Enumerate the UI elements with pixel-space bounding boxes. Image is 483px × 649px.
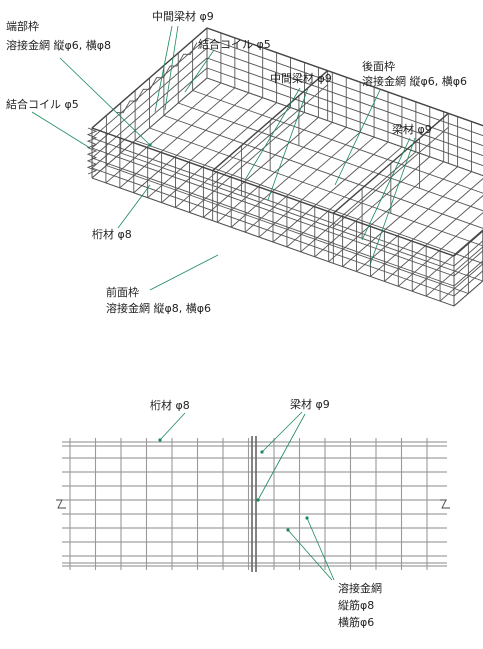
front-mesh-horizontal <box>91 177 455 307</box>
mesh-horizontal-label: 横筋φ6 <box>338 615 374 629</box>
mesh-title-label: 溶接金網 <box>338 581 382 595</box>
bottom-mesh-wire <box>134 140 483 264</box>
leader-section-beam-a <box>261 411 303 453</box>
bottom-mesh-wire <box>192 90 483 194</box>
leader-girder <box>117 184 151 229</box>
leader-dot <box>158 438 162 442</box>
leader-front-frame <box>149 254 219 291</box>
leader-dot <box>305 516 309 520</box>
end-frame-title: 端部枠 <box>6 19 39 33</box>
leader-coil-top <box>184 49 215 93</box>
middle-beam-rod <box>212 70 329 172</box>
front-frame-title: 前面枠 <box>106 285 139 299</box>
bottom-mesh-wire <box>106 165 469 294</box>
panel-leader-lines <box>158 411 335 581</box>
bottom-mesh-wire <box>439 263 483 302</box>
girder-label-iso: 桁材 φ8 <box>92 227 132 241</box>
end-mesh-horizontal <box>453 240 483 267</box>
coil-left <box>86 127 98 175</box>
leader-middle-beam-right-a <box>244 87 301 181</box>
girder-label-section: 桁材 φ8 <box>150 398 190 412</box>
leader-back-frame <box>334 89 381 186</box>
leader-end-frame <box>59 57 151 146</box>
back-frame-mesh: 溶接金網 縦φ6, 横φ6 <box>362 74 467 88</box>
end-mesh-horizontal <box>91 77 208 179</box>
bottom-mesh-wire <box>425 246 483 297</box>
leader-beam-a <box>361 137 411 241</box>
leader-middle-beam-right-b <box>267 87 309 201</box>
end-frame-mesh: 溶接金網 縦φ6, 横φ8 <box>6 38 111 52</box>
break-symbol-left <box>56 499 66 509</box>
back-mesh-horizontal <box>206 67 483 167</box>
front-mesh-horizontal <box>91 157 455 287</box>
bottom-mesh-wire <box>120 152 483 282</box>
panel-text-labels: 桁材 φ8 梁材 φ9 溶接金網 縦筋φ8 横筋φ6 <box>150 397 382 629</box>
leader-mesh-a <box>287 529 333 581</box>
back-frame-title: 後面枠 <box>362 59 395 73</box>
top-rim-rod <box>453 229 483 257</box>
middle-beam-right-label: 中間梁材 φ9 <box>270 71 332 85</box>
leader-middle-beam-top-b <box>164 25 179 111</box>
front-mesh-horizontal <box>91 167 455 297</box>
leader-dot <box>260 450 264 454</box>
iso-text-labels: 端部枠 溶接金網 縦φ6, 横φ8 中間梁材 φ9 結合コイル φ5 中間梁材 … <box>6 9 467 315</box>
mesh-vertical-label: 縦筋φ8 <box>338 598 374 612</box>
front-frame-mesh: 溶接金網 縦φ8, 横φ6 <box>106 301 211 315</box>
coil-top-label: 結合コイル φ5 <box>198 37 271 51</box>
bottom-mesh-wire <box>411 229 483 292</box>
end-mesh-horizontal <box>91 67 208 169</box>
top-rim-rod <box>91 127 455 257</box>
end-mesh-horizontal <box>453 250 483 277</box>
bottom-mesh-wire <box>163 115 483 229</box>
end-mesh-horizontal <box>91 57 208 159</box>
elevation-panel-drawing <box>56 436 450 572</box>
middle-beam-top-label: 中間梁材 φ9 <box>152 9 214 23</box>
end-mesh-horizontal <box>453 270 483 297</box>
end-mesh-horizontal <box>91 47 208 149</box>
leader-coil-left <box>31 111 91 149</box>
leader-dot <box>256 498 260 502</box>
end-mesh-horizontal <box>453 260 483 287</box>
back-mesh-horizontal <box>206 57 483 157</box>
coil-top <box>116 42 198 114</box>
partition-wire <box>212 84 328 186</box>
top-rim-rod <box>91 27 208 129</box>
leader-section-beam-b <box>257 413 306 501</box>
bottom-mesh-wire <box>178 102 483 212</box>
bottom-mesh-wire <box>149 127 483 247</box>
partition-wire <box>333 126 449 228</box>
break-symbol-right <box>440 499 450 509</box>
leader-middle-beam-top-a <box>154 25 173 113</box>
back-mesh-horizontal <box>206 37 483 137</box>
iso-leader-lines <box>31 25 416 291</box>
coil-left-label: 結合コイル φ5 <box>6 97 79 111</box>
leader-mesh-b <box>306 517 335 581</box>
beam-label-section: 梁材 φ9 <box>290 397 330 411</box>
back-mesh-horizontal <box>206 47 483 147</box>
leader-beam-b <box>369 137 416 266</box>
front-mesh-horizontal <box>91 147 455 277</box>
middle-beam-rod <box>332 112 449 214</box>
beam-label-iso: 梁材 φ9 <box>392 122 432 136</box>
top-rim-rod <box>206 27 483 127</box>
back-mesh-horizontal <box>206 77 483 177</box>
leader-dot <box>148 143 152 147</box>
front-mesh-horizontal <box>91 137 455 267</box>
leader-dot <box>286 528 290 532</box>
isometric-basket-drawing <box>86 27 483 307</box>
end-mesh-horizontal <box>453 280 483 307</box>
leader-section-girder <box>159 412 186 441</box>
